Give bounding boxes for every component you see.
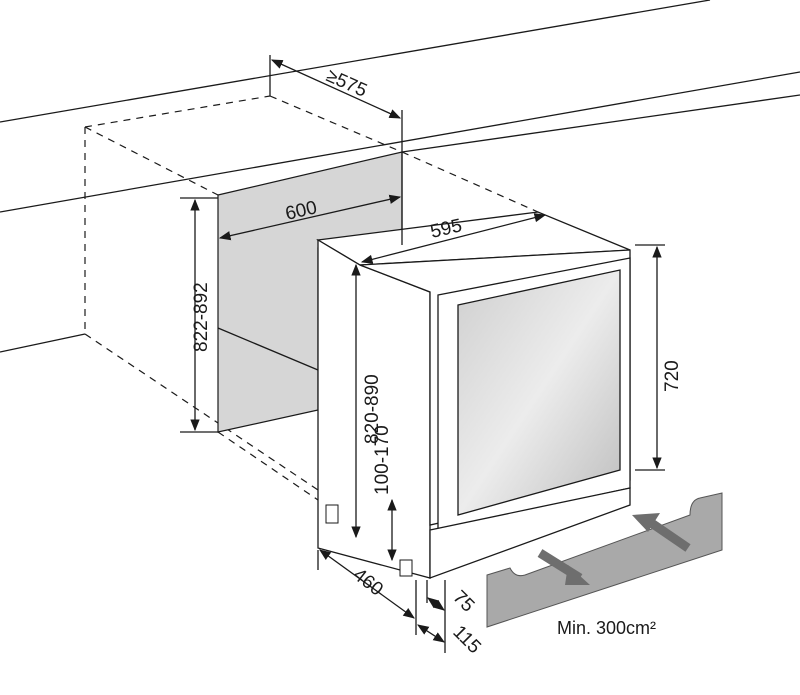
airflow-out-arrow-icon: [537, 549, 590, 585]
label-ventilation: Min. 300cm²: [557, 618, 656, 638]
label-unit-depth: 460: [349, 564, 387, 600]
label-door-offset: 115: [448, 622, 484, 658]
label-unit-height: 820-890: [362, 374, 383, 444]
wine-cooler: [316, 211, 631, 579]
door-glass: [457, 269, 621, 516]
label-depth-min: ≥575: [323, 65, 370, 101]
label-plinth-setback: 75: [448, 587, 478, 617]
airflow-in-arrow-icon: [632, 513, 691, 552]
label-plinth-height: 100-170: [372, 425, 393, 495]
ventilation-kickplate: [486, 492, 723, 628]
label-cavity-height: 822-892: [191, 282, 212, 352]
label-door-height: 720: [662, 360, 683, 392]
